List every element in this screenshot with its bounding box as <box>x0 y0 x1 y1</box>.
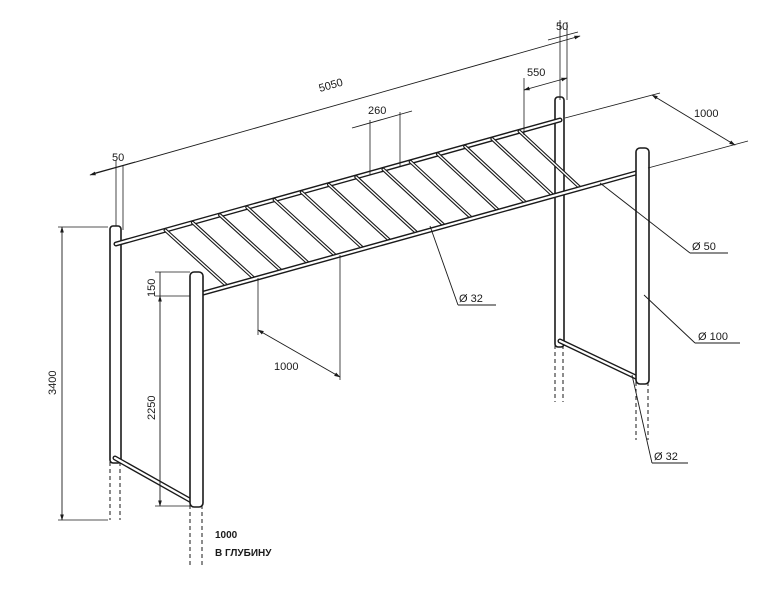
callout-post-diameter: Ø 100 <box>643 294 740 344</box>
dimension-clear-height: 2250 <box>146 295 190 507</box>
dimension-width: 1000 <box>564 92 749 169</box>
label-clear-height: 2250 <box>146 396 158 420</box>
rung <box>190 220 257 281</box>
rung <box>435 152 501 213</box>
rung <box>408 159 474 221</box>
callout-rail-diameter: Ø 50 <box>599 182 728 254</box>
dimension-end-offset-right: 50 <box>547 21 579 100</box>
label-total-length: 5050 <box>318 77 345 95</box>
dimension-top-offset: 150 <box>146 271 190 297</box>
dimension-total-length: 50 50 <box>89 20 581 226</box>
dimension-bottom-width: 1000 <box>257 255 341 380</box>
label-end-offset-right: 50 <box>556 21 568 33</box>
dimension-rung-spacing: 260 <box>351 105 413 175</box>
callout-brace-diameter: Ø 32 <box>631 374 688 464</box>
post-back-right <box>554 96 565 348</box>
label-top-offset: 150 <box>146 279 158 297</box>
label-rung-diameter: Ø 32 <box>459 293 483 305</box>
rung <box>218 213 284 274</box>
label-post-diameter: Ø 100 <box>698 331 728 343</box>
label-brace-diameter: Ø 32 <box>654 451 678 463</box>
callout-rung-diameter: Ø 32 <box>429 225 496 306</box>
label-total-height: 3400 <box>47 371 59 395</box>
bottom-brace-left <box>112 455 198 506</box>
post-front-right <box>635 147 650 385</box>
rung <box>517 129 583 190</box>
rung <box>381 167 447 228</box>
label-rail-diameter: Ø 50 <box>692 241 716 253</box>
bottom-brace-right <box>557 338 645 383</box>
label-width: 1000 <box>694 108 718 120</box>
depth-note: 1000 В ГЛУБИНУ <box>215 530 272 559</box>
dimension-end-offset-left: 50 <box>94 152 136 230</box>
post-back-left <box>109 225 122 464</box>
underground-post-extensions <box>109 345 649 566</box>
post-front-left <box>189 271 204 508</box>
rung <box>272 198 338 258</box>
dimension-post-offset: 550 <box>523 67 568 135</box>
rung <box>463 144 529 206</box>
rung <box>245 205 311 266</box>
label-rung-spacing: 260 <box>368 105 386 117</box>
label-bottom-width: 1000 <box>274 361 298 373</box>
rail-front <box>197 168 646 297</box>
dimension-total-height: 3400 <box>47 226 108 521</box>
rung <box>490 137 556 198</box>
label-depth-note: В ГЛУБИНУ <box>215 548 272 559</box>
rung <box>299 190 366 251</box>
rung <box>163 228 230 289</box>
rung <box>354 175 420 236</box>
label-post-offset: 550 <box>527 67 545 79</box>
label-end-offset-left: 50 <box>112 152 124 164</box>
rungs-group <box>163 129 583 289</box>
label-depth-value: 1000 <box>215 530 238 541</box>
rung <box>326 182 393 243</box>
